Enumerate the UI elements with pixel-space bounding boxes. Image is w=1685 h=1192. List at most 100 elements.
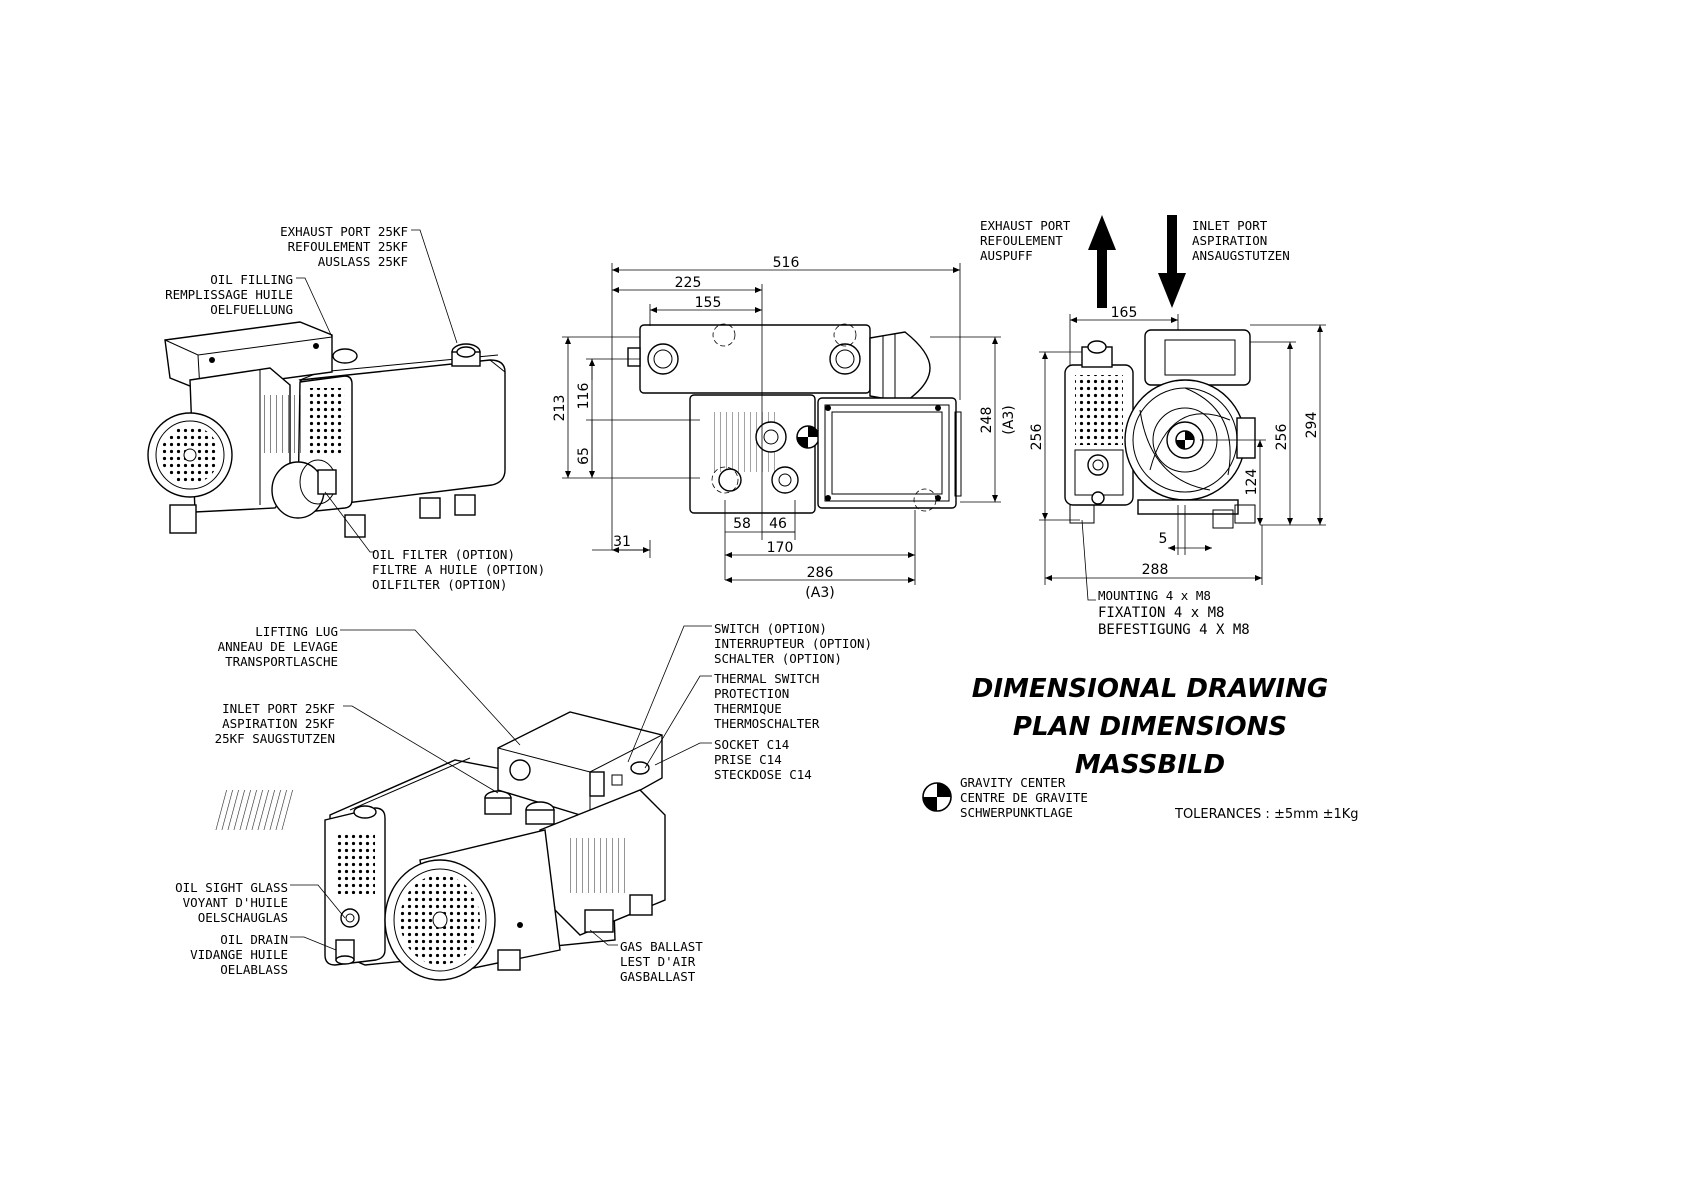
label-line: OILFILTER (OPTION) — [372, 577, 507, 592]
title-line: DIMENSIONAL DRAWING — [972, 674, 1328, 704]
callout-thermal-switch: THERMAL SWITCH PROTECTION THERMIQUE THER… — [714, 671, 820, 731]
title-line: MASSBILD — [1075, 750, 1225, 780]
callout-inlet-port: INLET PORT ASPIRATION ANSAUGSTUTZEN — [1192, 218, 1290, 263]
label-line: LIFTING LUG — [255, 624, 338, 639]
dim-286: 286 — [807, 565, 834, 581]
label-line: SCHALTER (OPTION) — [714, 651, 842, 666]
label-line: GRAVITY CENTER — [960, 775, 1066, 790]
label-line: OELFUELLUNG — [210, 302, 293, 317]
label-line: EXHAUST PORT 25KF — [280, 224, 408, 239]
dim-65: 65 — [576, 447, 592, 465]
label-line: OIL FILLING — [210, 272, 293, 287]
dim-165: 165 — [1111, 305, 1138, 321]
label-line: GAS BALLAST — [620, 939, 703, 954]
label-line: TRANSPORTLASCHE — [225, 654, 338, 669]
label-line: BEFESTIGUNG 4 X M8 — [1098, 622, 1250, 638]
label-line: FILTRE A HUILE (OPTION) — [372, 562, 545, 577]
title-line: PLAN DIMENSIONS — [1013, 712, 1287, 742]
callout-switch: SWITCH (OPTION) INTERRUPTEUR (OPTION) SC… — [714, 621, 872, 666]
label-line: PROTECTION — [714, 686, 789, 701]
label-line: SWITCH (OPTION) — [714, 621, 827, 636]
dim-46: 46 — [769, 516, 787, 532]
label-line: ANNEAU DE LEVAGE — [218, 639, 338, 654]
side-view-dimension-labels: 516 225 155 213 116 65 248 (A3) 31 58 46… — [552, 255, 1017, 601]
label-line: GASBALLAST — [620, 969, 696, 984]
vent-grille-icon — [337, 832, 375, 894]
end-view-dimension-labels: 165 256 294 256 124 5 288 — [1029, 305, 1320, 578]
callout-oil-drain: OIL DRAIN VIDANGE HUILE OELABLASS — [190, 932, 288, 977]
label-line: ASPIRATION — [1192, 233, 1267, 248]
inlet-arrow-down-icon — [1158, 215, 1186, 308]
label-line: EXHAUST PORT — [980, 218, 1071, 233]
dim-31: 31 — [613, 534, 631, 550]
callout-lifting-lug: LIFTING LUG ANNEAU DE LEVAGE TRANSPORTLA… — [218, 624, 338, 669]
pump-end-view — [1039, 215, 1326, 601]
label-line: ASPIRATION 25KF — [222, 716, 335, 731]
vent-grille-icon — [307, 388, 345, 454]
callout-socket: SOCKET C14 PRISE C14 STECKDOSE C14 — [714, 737, 812, 782]
label-line: VIDANGE HUILE — [190, 947, 288, 962]
dim-294: 294 — [1304, 412, 1320, 439]
dim-213: 213 — [552, 395, 568, 422]
dim-124: 124 — [1244, 469, 1260, 496]
label-line: MOUNTING 4 x M8 — [1098, 588, 1211, 603]
label-line: THERMIQUE — [714, 701, 782, 716]
label-line: VOYANT D'HUILE — [183, 895, 288, 910]
dim-286-ref: (A3) — [805, 585, 834, 601]
label-line: OELSCHAUGLAS — [198, 910, 288, 925]
label-line: REFOULEMENT 25KF — [288, 239, 408, 254]
dim-516: 516 — [773, 255, 800, 271]
pump-isometric-view-front — [212, 625, 712, 981]
dim-155: 155 — [695, 295, 722, 311]
label-line: FIXATION 4 x M8 — [1098, 605, 1224, 621]
label-line: REFOULEMENT — [980, 233, 1063, 248]
label-line: SCHWERPUNKTLAGE — [960, 805, 1073, 820]
dim-5: 5 — [1159, 531, 1168, 547]
label-line: OIL FILTER (OPTION) — [372, 547, 515, 562]
callout-mounting: MOUNTING 4 x M8 FIXATION 4 x M8 BEFESTIG… — [1098, 588, 1250, 638]
label-line: THERMOSCHALTER — [714, 716, 820, 731]
dim-288: 288 — [1142, 562, 1169, 578]
dim-248: 248 — [979, 407, 995, 434]
label-line: INLET PORT 25KF — [222, 701, 335, 716]
label-line: CENTRE DE GRAVITE — [960, 790, 1088, 805]
callout-exhaust-port: EXHAUST PORT REFOULEMENT AUSPUFF — [980, 218, 1071, 263]
label-line: REMPLISSAGE HUILE — [165, 287, 293, 302]
callout-oil-filling: OIL FILLING REMPLISSAGE HUILE OELFUELLUN… — [165, 272, 293, 317]
callout-gas-ballast: GAS BALLAST LEST D'AIR GASBALLAST — [620, 939, 703, 984]
callout-inlet-port-25kf: INLET PORT 25KF ASPIRATION 25KF 25KF SAU… — [215, 701, 335, 746]
label-line: INLET PORT — [1192, 218, 1268, 233]
label-line: INTERRUPTEUR (OPTION) — [714, 636, 872, 651]
dim-170: 170 — [767, 540, 794, 556]
title-block: DIMENSIONAL DRAWING PLAN DIMENSIONS MASS… — [972, 674, 1328, 780]
label-line: AUSPUFF — [980, 248, 1033, 263]
tolerances-note: TOLERANCES : ±5mm ±1Kg — [1174, 807, 1359, 822]
callout-oil-sight-glass: OIL SIGHT GLASS VOYANT D'HUILE OELSCHAUG… — [175, 880, 288, 925]
label-line: OELABLASS — [220, 962, 288, 977]
label-line: LEST D'AIR — [620, 954, 696, 969]
pump-side-view — [562, 263, 1001, 585]
label-line: ANSAUGSTUTZEN — [1192, 248, 1290, 263]
dim-256-left: 256 — [1029, 424, 1045, 451]
label-line: THERMAL SWITCH — [714, 671, 819, 686]
dim-256-right: 256 — [1274, 424, 1290, 451]
label-line: OIL DRAIN — [220, 932, 288, 947]
callout-exhaust-port-25kf: EXHAUST PORT 25KF REFOULEMENT 25KF AUSLA… — [280, 224, 408, 269]
dim-248-ref: (A3) — [1001, 405, 1017, 434]
callout-oil-filter: OIL FILTER (OPTION) FILTRE A HUILE (OPTI… — [372, 547, 545, 592]
gravity-center-legend: GRAVITY CENTER CENTRE DE GRAVITE SCHWERP… — [922, 775, 1088, 820]
label-line: 25KF SAUGSTUTZEN — [215, 731, 335, 746]
label-line: AUSLASS 25KF — [318, 254, 408, 269]
dim-116: 116 — [576, 383, 592, 410]
label-line: PRISE C14 — [714, 752, 782, 767]
dim-58: 58 — [733, 516, 751, 532]
label-line: SOCKET C14 — [714, 737, 789, 752]
label-line: STECKDOSE C14 — [714, 767, 812, 782]
label-line: OIL SIGHT GLASS — [175, 880, 288, 895]
exhaust-arrow-up-icon — [1088, 215, 1116, 308]
gravity-center-icon — [922, 782, 952, 812]
pump-isometric-view-rear — [147, 229, 506, 553]
dim-225: 225 — [675, 275, 702, 291]
vent-grille-icon — [1075, 375, 1123, 445]
